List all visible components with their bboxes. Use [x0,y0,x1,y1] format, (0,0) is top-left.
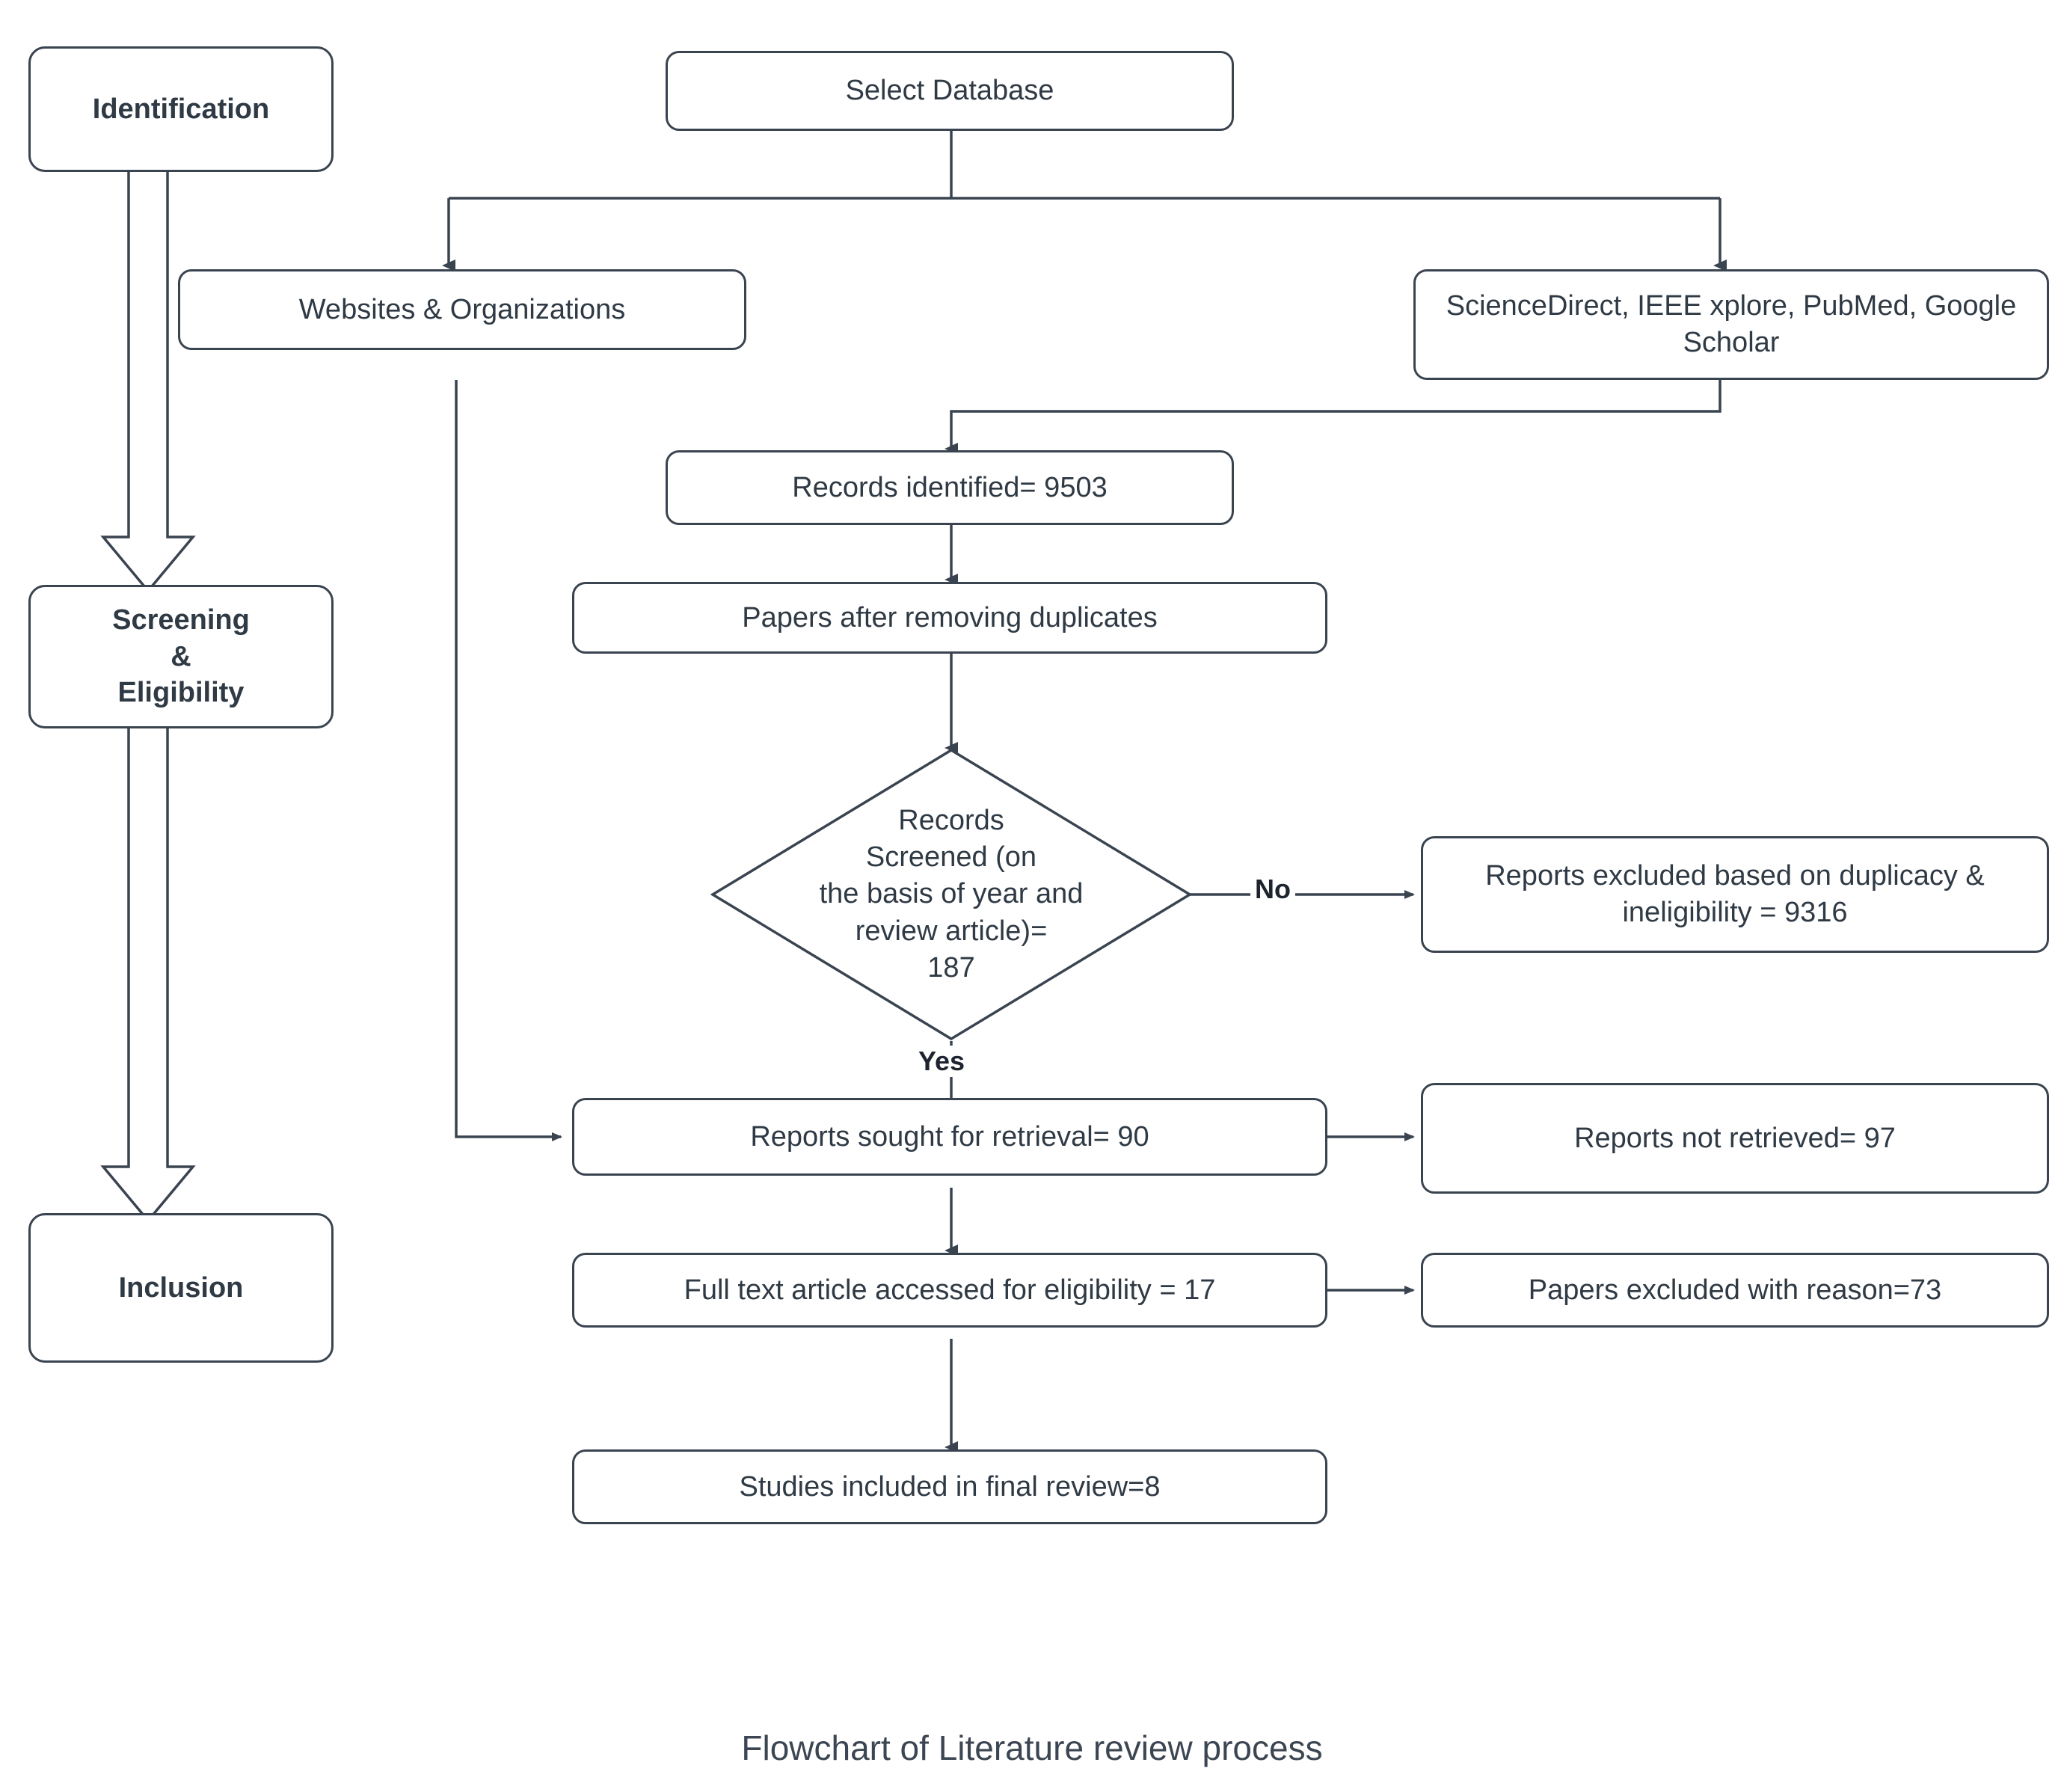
edge-label-yes: Yes [914,1046,970,1077]
node-full-text-accessed-label: Full text article accessed for eligibili… [684,1274,1216,1306]
edge-databases-to-records [945,380,1721,455]
stage-identification: Identification [28,46,334,172]
edge-label-no: No [1250,874,1295,905]
node-websites-organizations: Websites & Organizations [178,269,746,350]
figure-caption: Flowchart of Literature review process [741,1728,1323,1767]
node-papers-excluded-reason-label: Papers excluded with reason=73 [1528,1274,1942,1306]
node-databases: ScienceDirect, IEEE xplore, PubMed, Goog… [1413,269,2049,380]
stage-screening-eligibility: Screening & Eligibility [28,585,334,728]
node-reports-not-retrieved-label: Reports not retrieved= 97 [1574,1122,1896,1154]
node-records-screened: Records Screened (on the basis of year a… [710,748,1193,1041]
stage-screening-eligibility-label: Screening & Eligibility [112,604,250,709]
node-records-identified-label: Records identified= 9503 [792,471,1108,503]
stage-inclusion-label: Inclusion [118,1271,244,1304]
node-studies-included: Studies included in final review=8 [572,1449,1327,1524]
node-papers-excluded-reason: Papers excluded with reason=73 [1421,1253,2049,1328]
node-papers-after-duplicates: Papers after removing duplicates [572,582,1327,654]
node-select-database: Select Database [666,51,1234,131]
node-reports-sought-label: Reports sought for retrieval= 90 [750,1120,1149,1153]
node-full-text-accessed: Full text article accessed for eligibili… [572,1253,1327,1328]
node-studies-included-label: Studies included in final review=8 [739,1470,1161,1503]
node-reports-not-retrieved: Reports not retrieved= 97 [1421,1083,2049,1194]
node-records-identified: Records identified= 9503 [666,450,1234,525]
node-databases-label: ScienceDirect, IEEE xplore, PubMed, Goog… [1446,290,2017,358]
node-websites-organizations-label: Websites & Organizations [298,293,626,325]
node-papers-after-duplicates-label: Papers after removing duplicates [742,601,1158,633]
records-screened-diamond-shape [710,748,1193,1041]
block-arrow-screening-to-inclusion [100,724,196,1223]
stage-inclusion: Inclusion [28,1213,334,1363]
node-select-database-label: Select Database [845,75,1054,107]
edge-websites-to-sought [455,380,562,1141]
stage-identification-label: Identification [92,93,270,125]
node-reports-sought: Reports sought for retrieval= 90 [572,1098,1327,1176]
node-records-screened-label: Records Screened (on the basis of year a… [819,804,1084,984]
node-reports-excluded-label: Reports excluded based on duplicacy & in… [1485,860,1985,928]
block-arrow-identification-to-screening [100,169,196,593]
node-reports-excluded: Reports excluded based on duplicacy & in… [1421,836,2049,953]
